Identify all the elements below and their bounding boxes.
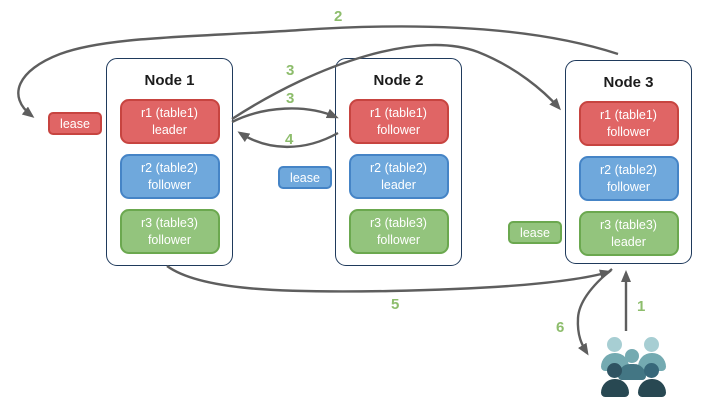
range-role: follower [606, 124, 651, 139]
lease-r1-label: lease [48, 112, 102, 135]
step-label-3b: 3 [286, 90, 295, 107]
node-2-title: Node 2 [373, 72, 424, 89]
step-label-5: 5 [391, 296, 400, 313]
node-1-range-r3: r3 (table3) follower [119, 209, 220, 254]
step-label-3a: 3 [286, 62, 295, 79]
step-label-4: 4 [285, 131, 294, 148]
range-name: r1 (table1) [370, 106, 427, 121]
range-name: r3 (table3) [141, 216, 198, 231]
node-3-range-r2: r2 (table2) follower [578, 156, 679, 201]
range-role: follower [147, 177, 192, 192]
range-name: r2 (table2) [370, 161, 427, 176]
step-label-6: 6 [556, 319, 565, 336]
node-1: Node 1 r1 (table1) leader r2 (table2) fo… [106, 58, 233, 266]
range-role: leader [611, 234, 646, 249]
lease-r3-label: lease [508, 221, 562, 244]
arrow-step-3-to-node2 [231, 107, 339, 124]
node-2-range-r2: r2 (table2) leader [348, 154, 449, 199]
node-1-range-r1: r1 (table1) leader [119, 99, 220, 144]
node-2-range-r1: r1 (table1) follower [348, 99, 449, 144]
node-1-range-r2: r2 (table2) follower [119, 154, 220, 199]
range-name: r1 (table1) [141, 106, 198, 121]
range-name: r1 (table1) [600, 108, 657, 123]
node-3-range-r1: r1 (table1) follower [578, 101, 679, 146]
range-name: r3 (table3) [600, 218, 657, 233]
arrow-step-5 [166, 265, 612, 293]
node-2-range-r3: r3 (table3) follower [348, 209, 449, 254]
step-label-2: 2 [334, 8, 343, 25]
range-name: r3 (table3) [370, 216, 427, 231]
range-role: follower [147, 232, 192, 247]
node-3: Node 3 r1 (table1) follower r2 (table2) … [565, 60, 692, 264]
range-role: follower [376, 232, 421, 247]
range-name: r2 (table2) [141, 161, 198, 176]
lease-r2-label: lease [278, 166, 332, 189]
users-group-icon [598, 334, 670, 398]
range-role: follower [606, 179, 651, 194]
range-role: leader [152, 122, 187, 137]
node-1-title: Node 1 [144, 72, 195, 89]
node-3-range-r3: r3 (table3) leader [578, 211, 679, 256]
range-role: follower [376, 122, 421, 137]
node-3-title: Node 3 [603, 74, 654, 91]
step-label-1: 1 [637, 298, 646, 315]
node-2: Node 2 r1 (table1) follower r2 (table2) … [335, 58, 462, 266]
range-role: leader [381, 177, 416, 192]
range-name: r2 (table2) [600, 163, 657, 178]
